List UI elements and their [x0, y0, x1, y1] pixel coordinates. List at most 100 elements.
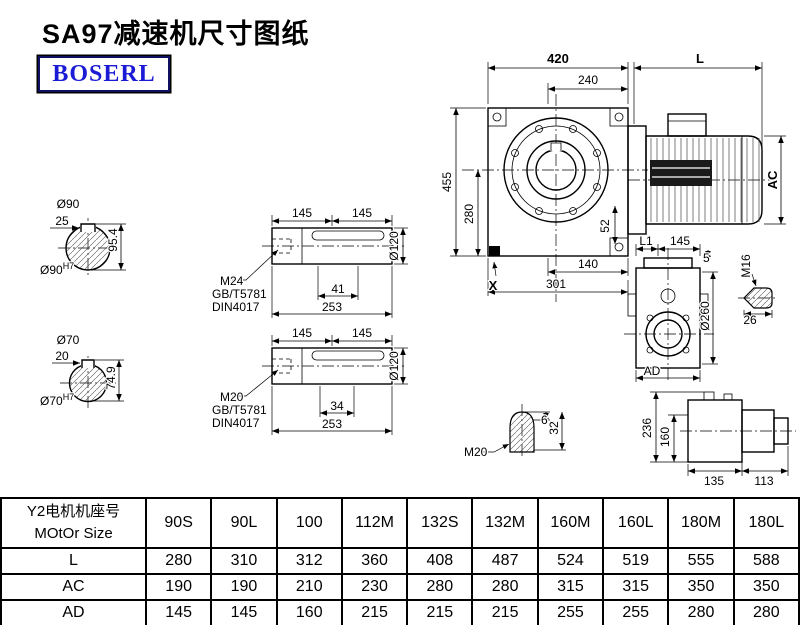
table-cell: 312: [275, 547, 343, 575]
fit-90-base: Ø90: [40, 263, 63, 277]
thread-m24-label: M24: [220, 274, 244, 288]
table-cell: 190: [144, 573, 213, 601]
fit-90h7-label: Ø90H7: [40, 261, 74, 277]
output-side-view: L1 145 5 Ø260 AD M16: [624, 233, 778, 382]
dim-AC-label: AC: [765, 170, 780, 189]
table-cell: 215: [340, 599, 409, 625]
brand-logo-box: BOSERL: [38, 56, 170, 92]
dim-135-label: 135: [704, 474, 724, 488]
dim-301-label: 301: [546, 277, 566, 291]
dim-5-label: 5: [703, 251, 710, 265]
table-header-cell: 90S: [144, 497, 213, 549]
table-cell: 255: [602, 599, 670, 625]
dim-6-label: 6: [541, 413, 548, 427]
table-cell: 280: [732, 599, 800, 625]
table-cell: 280: [471, 573, 539, 601]
motor-stator: [650, 160, 712, 186]
dim-160-label: 160: [658, 427, 672, 447]
table-header-cell: 180M: [667, 497, 735, 549]
dim-ad-label: AD: [644, 364, 661, 378]
table-cell: 555: [667, 547, 735, 575]
x-mark-square: [489, 246, 500, 256]
flange-bolt-holes: [511, 125, 601, 215]
shaft-end-view-70: Ø70 20 74.9 Ø70H7: [39, 332, 124, 410]
table-row-label: AD: [0, 599, 147, 625]
dim-455-label: 455: [440, 172, 454, 192]
table-cell: 588: [732, 547, 800, 575]
brand-logo-text: BOSERL: [52, 60, 156, 87]
table-cell: 350: [732, 573, 800, 601]
dim-74-9-label: 74.9: [104, 366, 118, 390]
dim-280-label: 280: [462, 204, 476, 224]
table-cell: 310: [210, 547, 278, 575]
dim-113-label: 113: [754, 474, 773, 488]
dim-52-label: 52: [598, 219, 612, 233]
table-cell: 519: [602, 547, 670, 575]
shaft-side-view-a: 145 145 Ø120 M24 GB/T5781 DIN4017 41 253: [211, 205, 408, 318]
table-cell: 230: [340, 573, 409, 601]
dim-236-label: 236: [640, 418, 654, 438]
dim-32-label: 32: [547, 421, 561, 435]
table-cell: 280: [667, 599, 735, 625]
table-header-cell: 132M: [471, 497, 539, 549]
thread-m16-label: M16: [739, 254, 753, 278]
table-cell: 145: [144, 599, 213, 625]
motor-size-table: Y2电机机座号 MOtOr Size 90S 90L 100 112M 132S…: [0, 497, 800, 625]
table-cell: 524: [536, 547, 605, 575]
dim-253-a-label: 253: [322, 300, 342, 314]
table-cell: 145: [210, 599, 278, 625]
thread-m20-plug-label: M20: [464, 445, 488, 459]
gearbox-front-dimensions: 420 L 240 455 280 AC 52 140 301: [439, 50, 786, 296]
dim-145a-a-label: 145: [292, 206, 312, 220]
table-cell: 360: [340, 547, 409, 575]
dim-240-label: 240: [578, 73, 598, 87]
table-cell: 190: [210, 573, 278, 601]
table-cell: 210: [275, 573, 343, 601]
fit-90-sup: H7: [63, 261, 75, 271]
dim-95-4-label: 95.4: [106, 228, 120, 252]
dim-dia90-label: Ø90: [57, 197, 80, 211]
table-header-cell: 90L: [210, 497, 278, 549]
table-header-cell: 160M: [536, 497, 605, 549]
unit-side-view: 236 160 135 113: [639, 391, 796, 489]
std-gb-b-label: GB/T5781: [212, 403, 267, 417]
label-x: X: [489, 278, 498, 293]
std-din-b-label: DIN4017: [212, 416, 260, 430]
dim-26-label: 26: [743, 313, 757, 327]
table-header-motor-size: Y2电机机座号 MOtOr Size: [0, 497, 147, 549]
dim-145-out-label: 145: [670, 234, 690, 248]
table-cell: 215: [406, 599, 474, 625]
dim-dia260-label: Ø260: [698, 301, 712, 331]
table-header-cell: 180L: [732, 497, 800, 549]
shaft-end-view-90: Ø90 25 95.4 Ø90H7: [39, 196, 126, 278]
fit-70h7-label: Ø70H7: [40, 392, 74, 408]
page-title: SA97减速机尺寸图纸: [42, 19, 310, 49]
dim-L-label: L: [696, 51, 704, 66]
dim-420-label: 420: [547, 51, 569, 66]
table-header-cell: 160L: [602, 497, 670, 549]
dim-140-label: 140: [578, 257, 598, 271]
dim-41-label: 41: [331, 282, 345, 296]
table-row-label: AC: [0, 573, 147, 601]
std-gb-a-label: GB/T5781: [212, 287, 267, 301]
thread-m20-b-label: M20: [220, 390, 244, 404]
table-row-L: L 280 310 312 360 408 487 524 519 555 58…: [0, 547, 800, 575]
table-cell: 160: [275, 599, 343, 625]
table-cell: 215: [471, 599, 539, 625]
dim-34-label: 34: [330, 399, 344, 413]
table-header-cell: 100: [275, 497, 343, 549]
dim-dia70-label: Ø70: [57, 333, 80, 347]
plug-detail-view: 6 32 M20: [463, 404, 566, 460]
table-cell: 408: [406, 547, 474, 575]
std-din-a-label: DIN4017: [212, 300, 260, 314]
table-cell: 255: [536, 599, 605, 625]
table-header-cell: 112M: [340, 497, 409, 549]
gearbox-front-view: [462, 94, 772, 302]
header-en: MOtOr Size: [34, 525, 113, 542]
table-row-AD: AD 145 145 160 215 215 215 255 255 280 2…: [0, 599, 800, 625]
fit-70-base: Ø70: [40, 394, 63, 408]
table-row-label: L: [0, 547, 147, 575]
fit-70-sup: H7: [63, 392, 75, 402]
table-cell: 350: [667, 573, 735, 601]
dim-20-label: 20: [55, 349, 69, 363]
